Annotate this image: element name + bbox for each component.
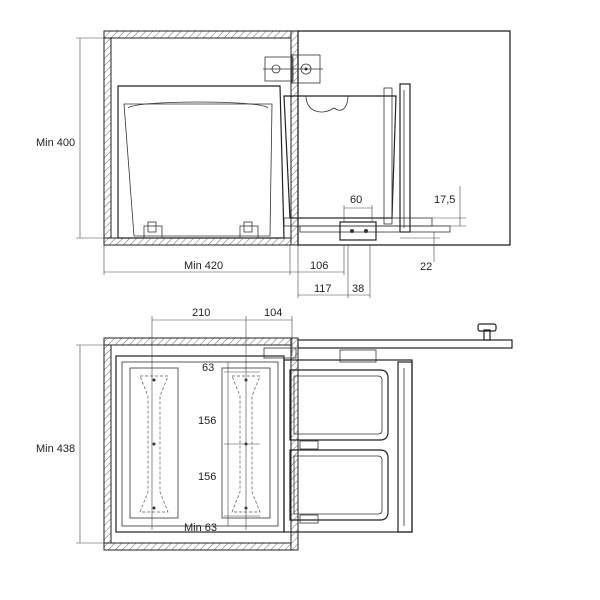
dim-min-63-label: Min 63 xyxy=(184,522,217,534)
rear-bin xyxy=(117,85,285,239)
hinge-icon xyxy=(263,54,323,84)
dim-spacing-chain: 63 156 156 Min 63 xyxy=(184,362,260,534)
dim-17-5: 17,5 xyxy=(432,186,466,227)
min-420-label: Min 420 xyxy=(184,260,223,272)
min-400-label: Min 400 xyxy=(36,137,75,149)
cabinet-plan xyxy=(103,337,299,551)
front-bins-plan xyxy=(263,347,413,533)
cabinet-carcass xyxy=(103,30,299,246)
dim-22: 22 xyxy=(400,232,440,273)
dim-156-b-label: 156 xyxy=(198,471,216,483)
dim-63-top-label: 63 xyxy=(202,362,214,374)
door-plan xyxy=(297,339,513,349)
dim-117-label: 117 xyxy=(314,283,332,295)
dim-min-420: Min 420 106 xyxy=(103,245,345,275)
drawer-runner xyxy=(283,217,451,241)
min-438-label: Min 438 xyxy=(36,443,75,455)
dim-104-label: 104 xyxy=(264,307,282,319)
dim-210-104: 210 104 xyxy=(151,307,293,530)
door-knob-icon xyxy=(477,323,497,341)
side-view: Min 400 Min 420 106 117 38 60 xyxy=(36,30,511,298)
top-view: 210 104 63 156 156 Min 63 Min 438 xyxy=(36,307,513,551)
dim-106-label: 106 xyxy=(310,260,328,272)
dim-156-a-label: 156 xyxy=(198,415,216,427)
dim-38-label: 38 xyxy=(352,283,364,295)
dim-min-438: Min 438 xyxy=(36,344,104,544)
dim-117-38: 117 38 xyxy=(297,245,371,298)
dim-min-400: Min 400 xyxy=(36,37,104,239)
dim-210-label: 210 xyxy=(192,307,210,319)
dim-60: 60 xyxy=(343,194,373,222)
dim-22-label: 22 xyxy=(420,261,432,273)
dim-60-label: 60 xyxy=(350,194,362,206)
dim-17-5-label: 17,5 xyxy=(434,194,455,206)
